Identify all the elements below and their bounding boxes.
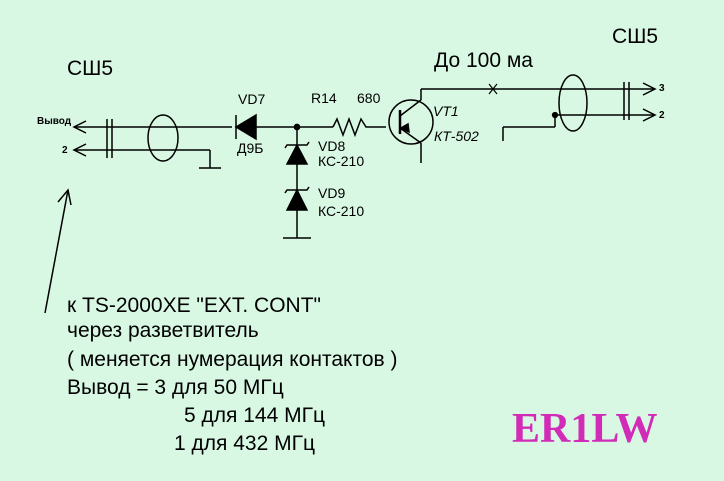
vd7-type-label: Д9Б [237, 140, 264, 156]
note-line-2: через разветвитель [67, 319, 259, 342]
right-connector-symbol [502, 74, 657, 141]
left-connector-symbol [72, 114, 232, 169]
note-line-6: 1 для 432 МГц [174, 432, 315, 455]
vd8-type-label: КС-210 [318, 153, 365, 169]
r14-ref-label: R14 [311, 90, 337, 106]
right-pin-bottom-label: 2 [659, 110, 665, 121]
vt1-transistor-symbol [388, 83, 655, 163]
vd7-ref-label: VD7 [238, 91, 266, 107]
right-pin-top-label: 3 [659, 83, 665, 94]
pointer-arrow [44, 188, 72, 314]
r14-resistor-symbol [332, 116, 386, 138]
vt1-type-label: КТ-502 [434, 128, 479, 144]
right-connector-name: СШ5 [612, 25, 659, 48]
current-note: До 100 ма [434, 49, 533, 72]
r14-value-label: 680 [357, 90, 381, 106]
vd7-diode-symbol [234, 113, 333, 141]
vd8-ref-label: VD8 [318, 138, 346, 154]
left-pin-output-label: Вывод [37, 116, 72, 127]
note-line-3: ( меняется нумерация контактов ) [67, 348, 398, 371]
note-line-1: к TS-2000XE "EXT. CONT" [67, 294, 321, 317]
vd9-ref-label: VD9 [318, 185, 346, 201]
vd9-type-label: КС-210 [318, 203, 365, 219]
author-callsign: ER1LW [512, 406, 658, 452]
vt1-ref-label: VT1 [433, 103, 459, 119]
left-pin-ground-label: 2 [62, 145, 68, 156]
zener-column [283, 123, 311, 239]
left-connector-name: СШ5 [67, 57, 114, 80]
note-line-5: 5 для 144 МГц [184, 404, 325, 427]
note-line-4: Вывод = 3 для 50 МГц [67, 376, 284, 399]
